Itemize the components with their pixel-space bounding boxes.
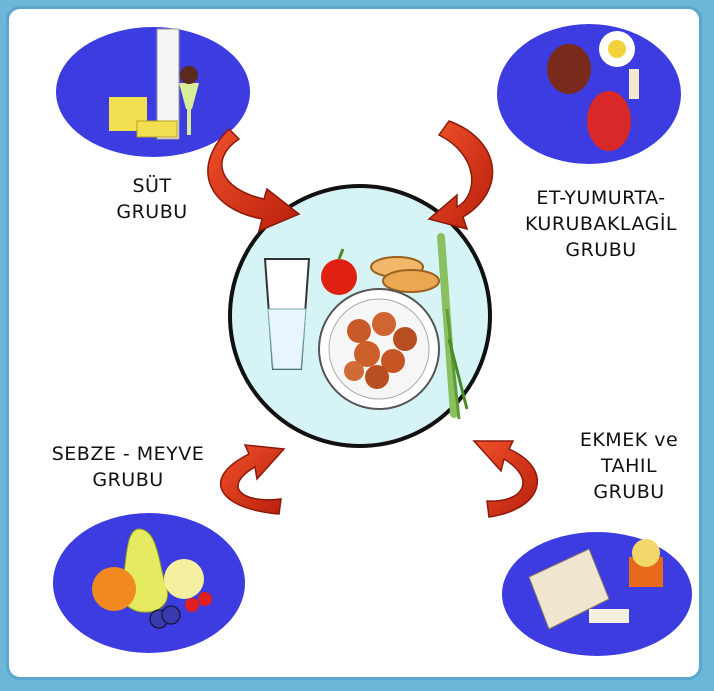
sut-group-label: SÜT GRUBU: [97, 173, 207, 225]
sebze-group-label: SEBZE - MEYVE GRUBU: [33, 441, 223, 493]
ekmek-group-label: EKMEK ve TAHIL GRUBU: [569, 427, 689, 505]
et-label-line3: GRUBU: [511, 237, 691, 263]
et-label-line1: ET-YUMURTA-: [511, 185, 691, 211]
et-group-image: [497, 24, 681, 164]
diagram-frame: SÜT GRUBU ET-YUMURTA- KURUBAKLAGİL GRUBU…: [6, 6, 702, 680]
arrow-et-icon: [429, 121, 493, 229]
sebze-label-line1: SEBZE - MEYVE: [33, 441, 223, 467]
sut-label-line2: GRUBU: [97, 199, 207, 225]
arrow-ekmek-icon: [474, 441, 537, 517]
arrow-sebze-icon: [221, 445, 284, 514]
sebze-group-image: [53, 513, 245, 653]
ekmek-label-line2: TAHIL: [569, 453, 689, 479]
sut-label-line1: SÜT: [97, 173, 207, 199]
arrow-sut-icon: [208, 129, 299, 231]
ekmek-label-line3: GRUBU: [569, 479, 689, 505]
diagram-canvas: [9, 9, 699, 677]
sebze-label-line2: GRUBU: [33, 467, 223, 493]
milk-glass-icon: [265, 259, 309, 369]
et-group-label: ET-YUMURTA- KURUBAKLAGİL GRUBU: [511, 185, 691, 263]
ekmek-group-image: [502, 532, 692, 656]
meat-plate-icon: [319, 289, 439, 409]
et-label-line2: KURUBAKLAGİL: [511, 211, 691, 237]
ekmek-label-line1: EKMEK ve: [569, 427, 689, 453]
